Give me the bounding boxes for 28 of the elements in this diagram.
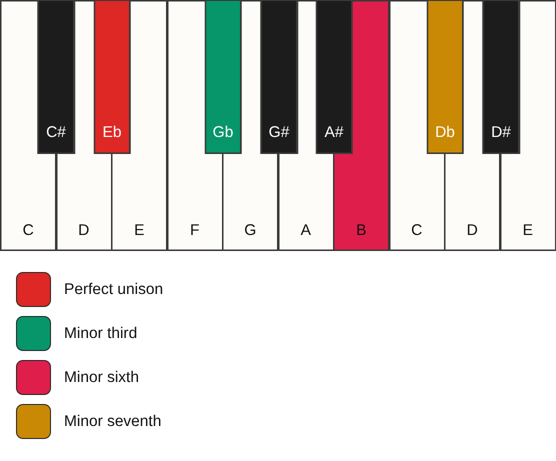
accidental-key — [205, 0, 241, 154]
accidental-key — [483, 0, 519, 154]
accidental-key — [427, 0, 463, 154]
note-name: B — [356, 222, 366, 240]
note-name: E — [134, 222, 144, 240]
note-name: Eb — [102, 124, 122, 142]
note-name: A — [300, 222, 311, 240]
note-name: G# — [268, 124, 290, 142]
note-name: G — [244, 222, 256, 240]
note-name: D — [466, 222, 478, 240]
legend-label: Minor third — [64, 324, 138, 342]
note-name: E — [522, 222, 533, 240]
note-name: C — [22, 222, 34, 240]
accidental-key — [94, 0, 130, 154]
note-name: D# — [491, 124, 511, 142]
legend-label: Minor sixth — [64, 368, 139, 386]
note-name: D — [78, 222, 90, 240]
accidental-key — [261, 0, 297, 154]
note-name: A# — [324, 124, 344, 142]
note-name: Db — [435, 124, 455, 142]
note-name: F — [190, 222, 200, 240]
accidental-key — [316, 0, 352, 154]
legend-label: Minor seventh — [64, 412, 162, 430]
accidental-key — [38, 0, 74, 154]
note-name: C# — [46, 124, 66, 142]
note-name: C — [411, 222, 422, 240]
note-name: Gb — [212, 124, 234, 142]
legend-label: Perfect unison — [64, 280, 164, 298]
